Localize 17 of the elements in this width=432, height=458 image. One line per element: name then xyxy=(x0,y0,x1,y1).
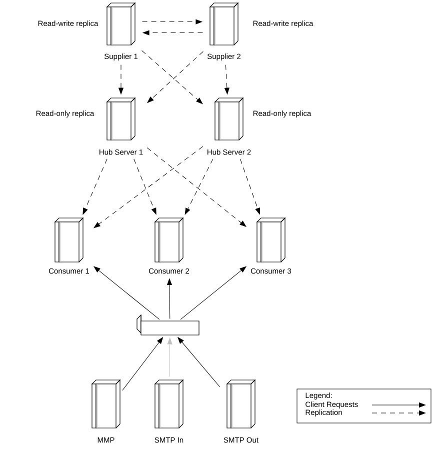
arrow xyxy=(122,337,164,391)
arrow xyxy=(94,146,204,228)
arrow xyxy=(82,158,108,215)
arrow xyxy=(240,158,260,214)
arrow xyxy=(180,266,246,320)
arrow xyxy=(142,30,203,36)
arrow xyxy=(224,64,230,94)
arrow xyxy=(178,337,220,388)
arrow xyxy=(142,19,202,24)
arrow xyxy=(184,158,214,215)
router-box xyxy=(136,314,200,336)
arrow xyxy=(167,338,172,378)
arrow xyxy=(94,266,160,320)
arrow xyxy=(167,278,172,319)
arrow xyxy=(134,158,156,214)
arrow xyxy=(118,64,124,94)
arrow xyxy=(146,147,246,227)
